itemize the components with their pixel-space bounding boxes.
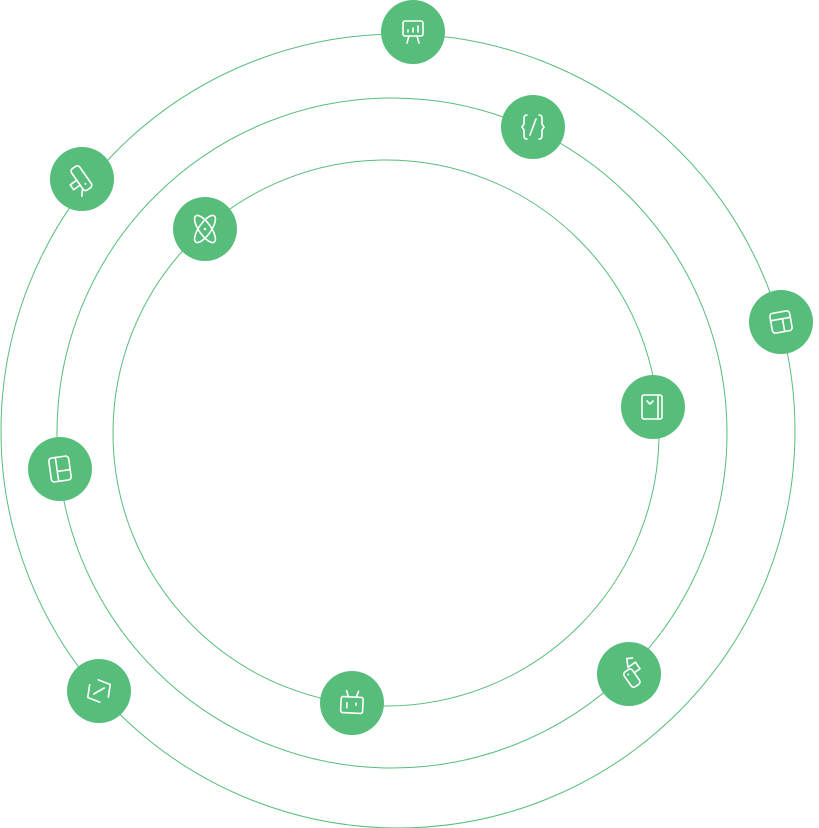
color-swatch-icon	[50, 147, 114, 211]
presentation-chart-icon	[381, 0, 445, 64]
middle-orbit	[56, 97, 728, 769]
layout-panel-icon	[749, 290, 813, 354]
color-palette-icon	[597, 642, 661, 706]
layout-grid-icon	[28, 437, 92, 501]
tv-icon	[320, 671, 384, 735]
atom-icon	[173, 197, 237, 261]
code-braces-icon	[501, 95, 565, 159]
code-tag-icon	[67, 659, 131, 723]
bookmark-book-icon	[621, 375, 685, 439]
